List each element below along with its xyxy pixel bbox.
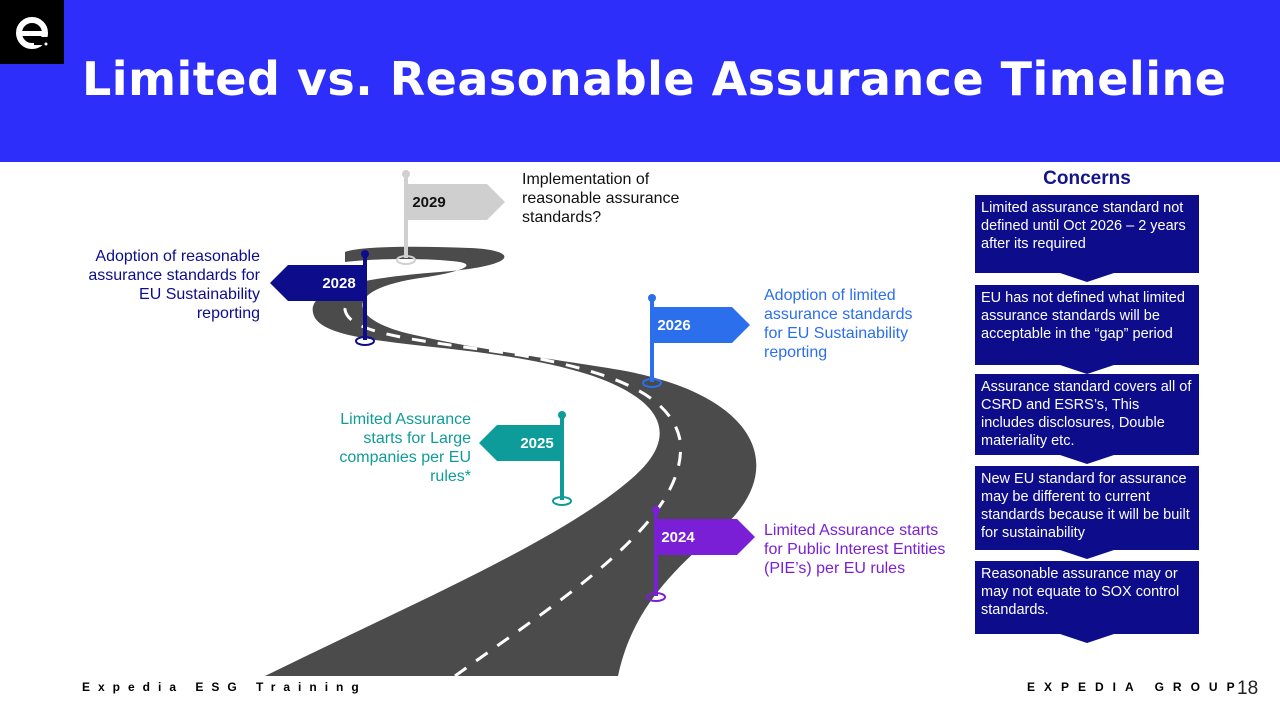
year-label-2029: 2029: [412, 193, 446, 211]
flag-2028: [270, 250, 375, 346]
flag-2024: [646, 506, 755, 602]
caption-2026: Adoption of limited assurance standards …: [764, 287, 913, 361]
caption-2025: Limited Assurance starts for Large compa…: [339, 411, 471, 485]
header-banner: [0, 0, 1280, 162]
road-body: [265, 246, 757, 676]
caption-2028: Adoption of reasonable assurance standar…: [88, 248, 260, 322]
year-label-2024: 2024: [661, 528, 695, 546]
year-label-2028: 2028: [322, 274, 356, 292]
year-label-2025: 2025: [520, 434, 554, 452]
concern-item: New EU standard for assurance may be dif…: [975, 466, 1199, 550]
road-center-line: [343, 273, 682, 676]
concern-item: EU has not defined what limited assuranc…: [975, 285, 1199, 365]
flag-2026: [642, 294, 750, 388]
concern-item: Assurance standard covers all of CSRD an…: [975, 374, 1199, 455]
footer-training-label: Expedia ESG Training: [82, 680, 367, 694]
concern-item: Limited assurance standard not defined u…: [975, 195, 1199, 273]
slide-title: Limited vs. Reasonable Assurance Timelin…: [82, 52, 1227, 106]
caption-2024: Limited Assurance starts for Public Inte…: [764, 522, 946, 577]
year-label-2026: 2026: [657, 316, 691, 334]
concern-item: Reasonable assurance may or may not equa…: [975, 561, 1199, 634]
timeline-road: [265, 170, 757, 676]
footer-brand-label: EXPEDIA GROUP: [1027, 680, 1244, 694]
page-number: 18: [1237, 678, 1259, 699]
flag-2029: [396, 170, 505, 265]
expedia-logo: [0, 0, 64, 64]
caption-2029: Implementation of reasonable assurance s…: [522, 171, 680, 226]
concerns-title: Concerns: [1043, 168, 1131, 189]
flag-2025: [479, 411, 572, 506]
